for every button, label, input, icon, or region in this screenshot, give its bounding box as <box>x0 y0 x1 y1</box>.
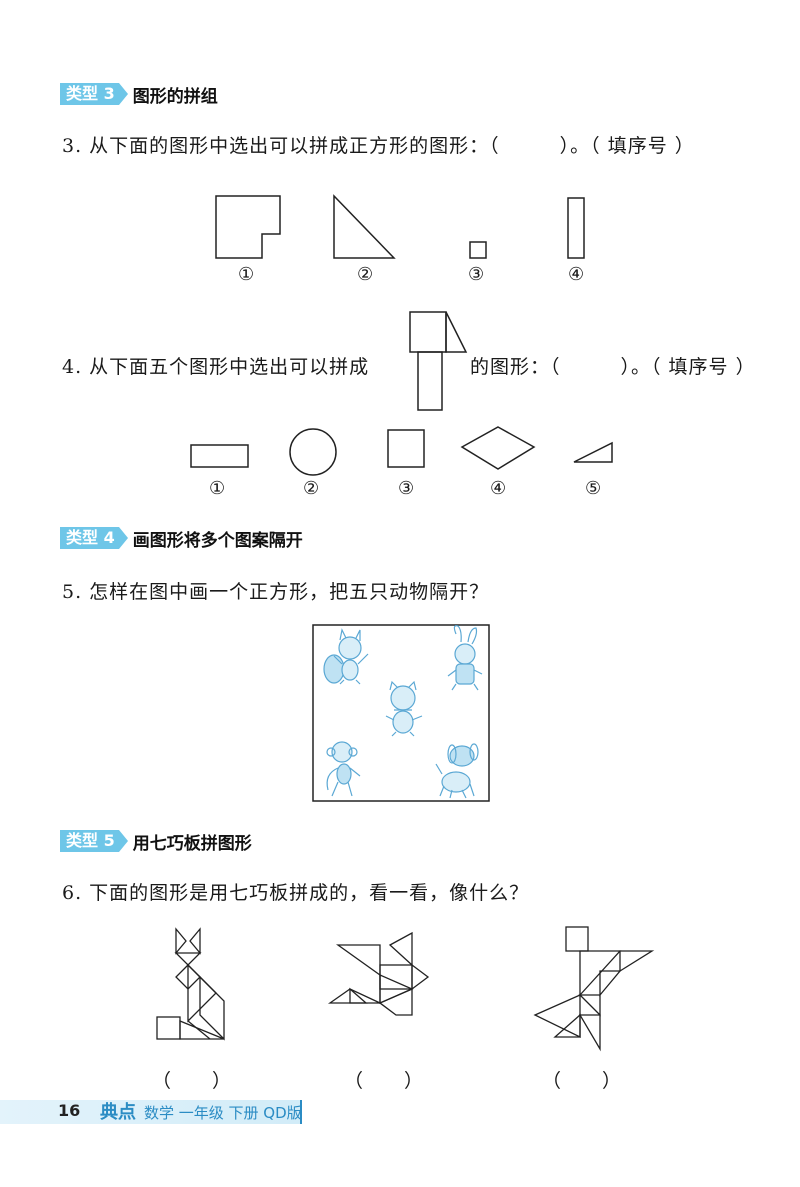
q4-label-2: ② <box>303 478 320 499</box>
q3-shape-2-right-triangle <box>333 194 396 259</box>
tangram-cat <box>156 927 225 1041</box>
q3-shapes <box>215 194 585 259</box>
q3-label-2: ② <box>357 264 374 285</box>
animal-box <box>312 624 490 802</box>
question-3-text: 3. 从下面的图形中选出可以拼成正方形的图形：（ ）。（ 填序号 ） <box>62 135 695 157</box>
tangram-bird <box>327 931 430 1016</box>
q3-label-4: ④ <box>568 264 585 285</box>
question-6-text: 6. 下面的图形是用七巧板拼成的，看一看，像什么？ <box>62 882 530 904</box>
section4-tag: 类型 4 画图形将多个图案隔开 <box>60 527 303 551</box>
q4-shape-3-square <box>387 429 425 468</box>
q6-answer-3[interactable]: （ ） <box>542 1070 623 1092</box>
q3-label-3: ③ <box>468 264 485 285</box>
q3-label-1: ① <box>238 264 255 285</box>
q4-label-5: ⑤ <box>585 478 602 499</box>
q6-answer-1[interactable]: （ ） <box>152 1070 233 1092</box>
section5-badge: 类型 5 <box>60 830 128 852</box>
q4-shape-2-circle <box>289 428 337 476</box>
page-number: 16 <box>58 1101 81 1120</box>
q4-shape-4-rhombus <box>460 426 536 470</box>
rabbit-icon <box>447 625 483 691</box>
question-4-text-before: 4. 从下面五个图形中选出可以拼成 <box>62 356 370 378</box>
q4-shapes <box>190 426 613 476</box>
book-title: 数学 一年级 下册 QD版 <box>144 1104 302 1122</box>
section3-badge: 类型 3 <box>60 83 128 105</box>
section3-tag: 类型 3 图形的拼组 <box>60 83 218 107</box>
q3-shape-3-small-square <box>469 241 487 259</box>
q4-target-figure <box>409 311 468 411</box>
section4-badge: 类型 4 <box>60 527 128 549</box>
cat-icon <box>385 680 423 737</box>
q3-shape-4-thin-rect <box>567 197 585 259</box>
q4-label-4: ④ <box>490 478 507 499</box>
q4-label-1: ① <box>209 478 226 499</box>
section4-title: 画图形将多个图案隔开 <box>132 530 303 551</box>
dog-icon <box>435 743 479 799</box>
question-5-text: 5. 怎样在图中画一个正方形，把五只动物隔开？ <box>62 581 490 603</box>
tangram-dancer <box>533 926 655 1052</box>
section3-title: 图形的拼组 <box>132 86 218 107</box>
monkey-icon <box>326 741 361 797</box>
section5-tag: 类型 5 用七巧板拼图形 <box>60 830 252 854</box>
question-4-text-after: 的图形：（ ）。（ 填序号 ） <box>470 356 756 378</box>
publisher-logo: 典点 <box>100 1102 136 1123</box>
tangram-figures <box>156 926 655 1052</box>
q4-label-3: ③ <box>398 478 415 499</box>
q3-shape-1-notched-square <box>215 195 281 259</box>
q4-shape-5-small-triangle <box>573 441 613 463</box>
squirrel-icon <box>323 628 369 685</box>
section5-title: 用七巧板拼图形 <box>132 833 252 854</box>
q6-answer-2[interactable]: （ ） <box>344 1070 425 1092</box>
footer-divider <box>300 1100 302 1124</box>
footer-bar <box>0 1100 300 1124</box>
q4-shape-1-rectangle <box>190 444 249 468</box>
